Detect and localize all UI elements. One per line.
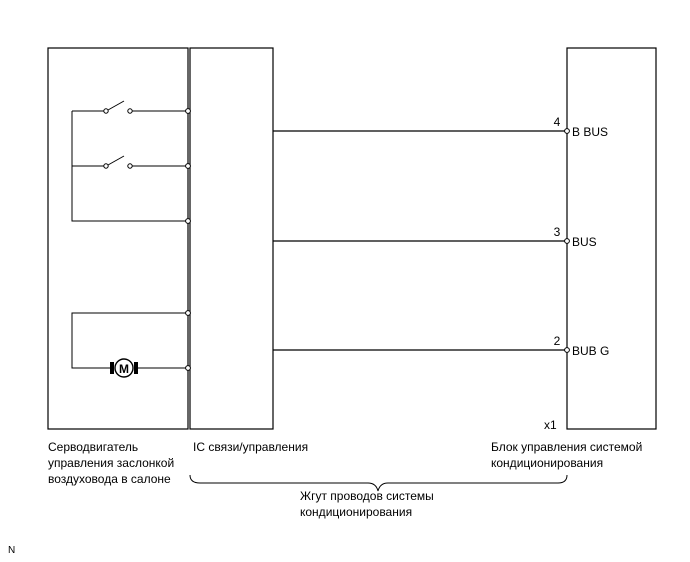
switch1-contact-a <box>103 108 109 114</box>
controller-label-line2: кондиционирования <box>491 456 603 470</box>
servo-pin-2 <box>185 163 191 169</box>
switch-common-wire <box>71 111 188 222</box>
servo-label-line2: управления заслонкой <box>48 456 174 470</box>
pin-number-2: 2 <box>554 334 561 348</box>
harness-brace <box>189 474 568 492</box>
harness-label-line1: Жгут проводов системы <box>300 489 434 503</box>
controller-pin-3 <box>564 238 570 244</box>
servo-pin-5 <box>185 365 191 371</box>
switch1-blade <box>107 100 125 111</box>
signal-b-bus: B BUS <box>572 125 608 139</box>
motor-symbol: M <box>119 362 129 376</box>
signal-bub-g: BUB G <box>572 344 609 358</box>
servo-label-line1: Серводвигатель <box>48 440 138 454</box>
controller-pin-4 <box>564 128 570 134</box>
controller-pin-2 <box>564 347 570 353</box>
switch2-blade <box>107 155 125 166</box>
switch2-contact-a <box>103 163 109 169</box>
signal-bus: BUS <box>572 235 597 249</box>
corner-mark: N <box>8 545 15 556</box>
motor-icon <box>110 358 138 378</box>
ic-label: IC связи/управления <box>193 440 308 454</box>
motor-wire-loop <box>71 312 188 369</box>
servo-box <box>47 47 189 430</box>
switch1-contact-b <box>127 108 133 114</box>
ic-box <box>189 47 274 430</box>
servo-label-line3: воздуховода в салоне <box>48 472 171 486</box>
switch2-contact-b <box>127 163 133 169</box>
harness-label-line2: кондиционирования <box>300 505 412 519</box>
servo-pin-4 <box>185 310 191 316</box>
servo-pin-1 <box>185 108 191 114</box>
connector-id: x1 <box>544 418 557 432</box>
controller-label-line1: Блок управления системой <box>491 440 642 454</box>
servo-pin-3 <box>185 218 191 224</box>
pin-number-4: 4 <box>554 115 561 129</box>
pin-number-3: 3 <box>554 225 561 239</box>
